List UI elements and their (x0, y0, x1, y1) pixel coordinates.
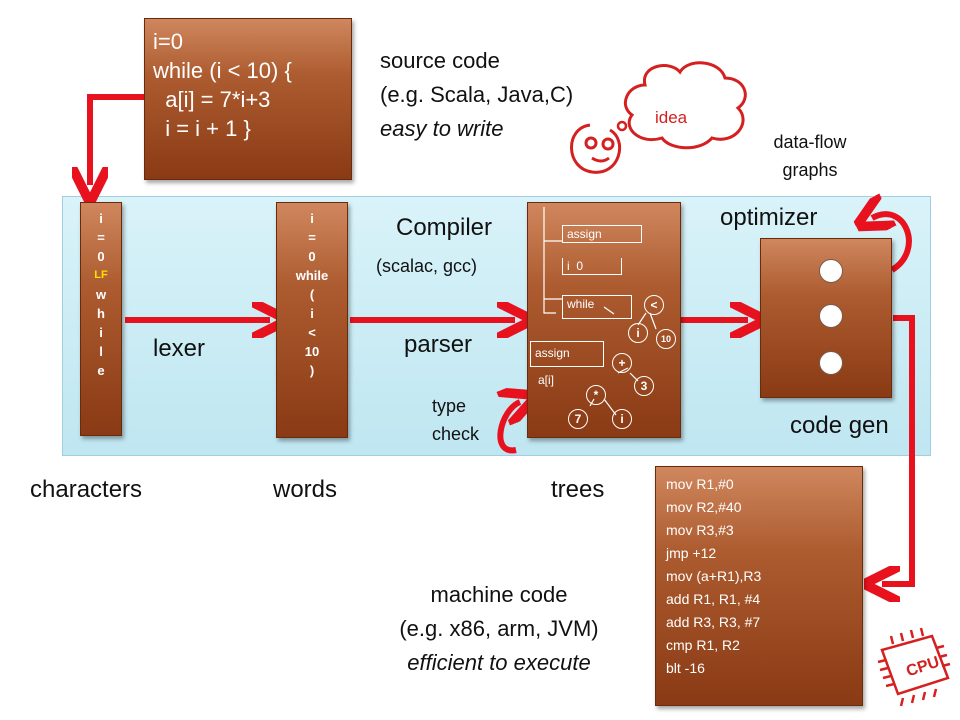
word-item: while (295, 268, 329, 283)
machine-caption: machine code (e.g. x86, arm, JVM) effici… (364, 578, 634, 680)
source-line: i = i + 1 } (153, 116, 251, 141)
char-item-lf: LF (94, 269, 108, 281)
word-item: i (310, 306, 314, 321)
tree-node-10: 10 (656, 329, 676, 349)
arrow-type-check (500, 402, 520, 454)
characters-label: characters (30, 476, 143, 503)
type-check-label: type check (432, 392, 479, 448)
lexer-label: lexer (153, 335, 206, 362)
word-item: ( (309, 287, 315, 302)
tree-node-lt: < (644, 295, 664, 315)
word-item: 10 (304, 344, 320, 359)
machine-caption-title: machine code (430, 582, 568, 607)
source-caption-title: source code (380, 48, 500, 73)
words-label: words (273, 476, 338, 503)
source-caption: source code (e.g. Scala, Java,C) easy to… (380, 44, 573, 146)
idea-label: idea (655, 108, 688, 127)
tree-node-assign-args: i 0 (562, 258, 622, 275)
tree-node-i: i (628, 323, 648, 343)
compiler-label: Compiler (396, 214, 493, 241)
char-item: w (95, 287, 107, 302)
trees-label: trees (551, 476, 605, 503)
machine-line: cmp R1, R2 (666, 637, 740, 653)
machine-line: mov R2,#40 (666, 499, 742, 515)
parser-label: parser (404, 331, 473, 358)
machine-line: jmp +12 (666, 545, 717, 561)
char-item: l (99, 344, 103, 359)
machine-line: add R3, R3, #7 (666, 614, 761, 630)
char-item: h (97, 306, 105, 321)
tree-node-while: while (562, 295, 632, 319)
optimizer-label: optimizer (720, 204, 818, 231)
cpu-label: CPU (904, 654, 941, 681)
characters-box: i = 0 LF w h i l e (80, 202, 122, 436)
arrow-optimizer-loop (872, 214, 912, 273)
tree-node-7: 7 (568, 409, 588, 429)
word-item: = (308, 230, 316, 245)
arrow-source-to-chars (90, 94, 148, 185)
source-code-box: i=0 while (i < 10) { a[i] = 7*i+3 i = i … (144, 18, 352, 180)
machine-line: mov R1,#0 (666, 476, 734, 492)
tree-node-assign: assign (562, 225, 642, 243)
tree-node-assign2: assign (530, 341, 604, 367)
tree-node-a-i: a[i] (538, 373, 555, 387)
dataflow-label-line1: data-flow (773, 132, 847, 152)
source-line: while (i < 10) { (153, 58, 292, 83)
type-check-line2: check (432, 424, 480, 444)
word-item: i (310, 211, 314, 226)
dataflow-node (819, 304, 843, 328)
source-caption-note: easy to write (380, 116, 504, 141)
tree-node-i2: i (612, 409, 632, 429)
machine-line: mov R3,#3 (666, 522, 734, 538)
machine-code-box: mov R1,#0 mov R2,#40 mov R3,#3 jmp +12 m… (655, 466, 863, 706)
source-caption-examples: (e.g. Scala, Java,C) (380, 82, 574, 107)
machine-line: add R1, R1, #4 (666, 591, 761, 607)
cpu-chip-icon (877, 627, 951, 707)
code-gen-label: code gen (790, 412, 889, 439)
source-line: i=0 (153, 29, 183, 54)
tree-node-plus: + (612, 353, 632, 373)
char-item: i (99, 211, 103, 226)
smiley-face-icon (570, 123, 622, 174)
dataflow-node (819, 351, 843, 375)
machine-line: blt -16 (666, 660, 705, 676)
word-item: 0 (308, 249, 316, 264)
tree-box: assign i 0 while < i 10 assign a[i] + 3 … (527, 202, 681, 438)
machine-caption-examples: (e.g. x86, arm, JVM) (399, 616, 599, 641)
compiler-sub-label: (scalac, gcc) (376, 256, 478, 276)
arrow-codegen-to-machine (882, 315, 915, 584)
type-check-line1: type (432, 396, 467, 416)
dataflow-node (819, 259, 843, 283)
machine-caption-note: efficient to execute (407, 650, 591, 675)
dataflow-label: data-flow graphs (755, 128, 865, 184)
machine-line: mov (a+R1),R3 (666, 568, 762, 584)
source-line: a[i] = 7*i+3 (153, 87, 271, 112)
char-item: i (99, 325, 103, 340)
word-item: < (308, 325, 316, 340)
optimizer-box (760, 238, 892, 398)
char-item: e (97, 363, 105, 378)
word-item: ) (309, 363, 315, 378)
char-item: 0 (97, 249, 105, 264)
words-box: i = 0 while ( i < 10 ) (276, 202, 348, 438)
tree-node-times: * (586, 385, 606, 405)
dataflow-label-line2: graphs (782, 160, 838, 180)
char-item: = (97, 230, 105, 245)
idea-cloud-icon (616, 61, 747, 150)
tree-node-3: 3 (634, 376, 654, 396)
